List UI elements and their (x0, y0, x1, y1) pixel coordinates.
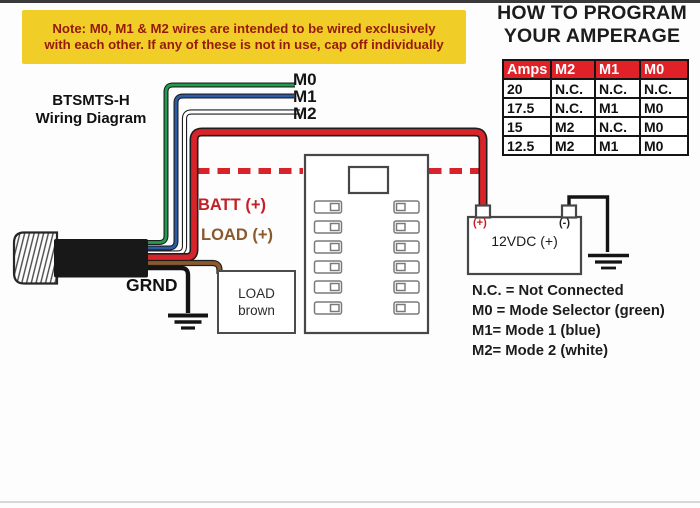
connector-ferrule (12, 231, 59, 285)
cable-connector (12, 231, 148, 285)
table-header-amps: Amps (502, 59, 552, 80)
table-row: 20 N.C. N.C. N.C. (502, 78, 689, 99)
table-cell: 15 (502, 116, 552, 137)
terminal-block (303, 153, 430, 335)
table-row: 15 M2 N.C. M0 (502, 116, 689, 137)
legend-item-m2: M2= Mode 2 (white) (472, 343, 609, 359)
table-cell: M0 (639, 116, 689, 137)
diagram-title-line-2: Wiring Diagram (35, 109, 147, 127)
table-cell: 17.5 (502, 97, 552, 118)
note-line-2: with each other. If any of these is not … (44, 36, 444, 52)
diagram-title: BTSMTS-H Wiring Diagram (16, 92, 166, 127)
heading-line-1: HOW TO PROGRAM (497, 2, 687, 24)
amperage-table: Amps M2 M1 M0 20 N.C. N.C. N.C. 17.5 N.C… (502, 59, 689, 156)
table-row: 12.5 M2 M1 M0 (502, 135, 689, 156)
m2-wire-white (140, 109, 300, 256)
load-box-line-2: brown (238, 302, 275, 318)
note-box: Note: M0, M1 & M2 wires are intended to … (22, 10, 466, 64)
load-box-line-1: LOAD (238, 286, 275, 301)
table-cell: 12.5 (502, 135, 552, 156)
bottom-edge-line (0, 501, 700, 503)
load-wire-brown (140, 259, 223, 274)
wire-label-batt: BATT (+) (198, 196, 266, 214)
m1-wire-blue (140, 93, 294, 251)
battery-terminal-negative (560, 204, 578, 219)
terminal-block-window (347, 165, 390, 195)
terminal-pins-left (313, 200, 343, 315)
legend-item-nc: N.C. = Not Connected (472, 283, 624, 299)
table-cell: M2 (550, 135, 596, 156)
diagram-title-line-1: BTSMTS-H (52, 92, 130, 109)
table-header-row: Amps M2 M1 M0 (502, 59, 689, 80)
ground-symbol (168, 313, 208, 330)
table-cell: M2 (550, 116, 596, 137)
battery-negative-wire (567, 195, 610, 252)
wire-label-grnd: GRND (126, 275, 178, 295)
table-cell: M0 (639, 135, 689, 156)
battery-ground-symbol (588, 253, 629, 270)
table-header-m2: M2 (550, 59, 596, 80)
legend-item-m0: M0 = Mode Selector (green) (472, 303, 665, 319)
legend: N.C. = Not Connected M0 = Mode Selector … (472, 281, 665, 361)
top-edge-line (0, 0, 700, 3)
table-cell: N.C. (550, 78, 596, 99)
battery-negative-label: (-) (559, 217, 570, 229)
table-header-m0: M0 (639, 59, 689, 80)
table-cell: N.C. (550, 97, 596, 118)
m0-wire-green (140, 82, 295, 245)
wire-label-m0: M0 (293, 70, 317, 89)
table-cell: N.C. (594, 116, 641, 137)
wire-label-m1: M1 (293, 87, 317, 106)
load-box: LOAD brown (217, 270, 296, 334)
legend-item-m1: M1= Mode 1 (blue) (472, 323, 601, 339)
grnd-wire-black (140, 265, 191, 313)
terminal-pins-right (393, 200, 420, 315)
table-cell: N.C. (639, 78, 689, 99)
table-cell: M0 (639, 97, 689, 118)
battery-terminal-positive (474, 204, 492, 219)
battery (466, 204, 583, 276)
wire-label-m2: M2 (293, 103, 317, 123)
program-heading: HOW TO PROGRAM YOUR AMPERAGE (487, 2, 697, 47)
table-cell: 20 (502, 78, 552, 99)
connector-body (54, 239, 148, 278)
table-cell: M1 (594, 135, 641, 156)
table-row: 17.5 N.C. M1 M0 (502, 97, 689, 118)
table-cell: M1 (594, 97, 641, 118)
table-header-m1: M1 (594, 59, 641, 80)
battery-positive-label: (+) (473, 217, 487, 229)
wire-label-load: LOAD (+) (201, 226, 273, 244)
batt-wire-red (140, 127, 488, 262)
table-cell: N.C. (594, 78, 641, 99)
note-line-1: Note: M0, M1 & M2 wires are intended to … (52, 21, 436, 36)
heading-line-2: YOUR AMPERAGE (503, 24, 681, 47)
battery-voltage-label: 12VDC (+) (491, 233, 558, 249)
